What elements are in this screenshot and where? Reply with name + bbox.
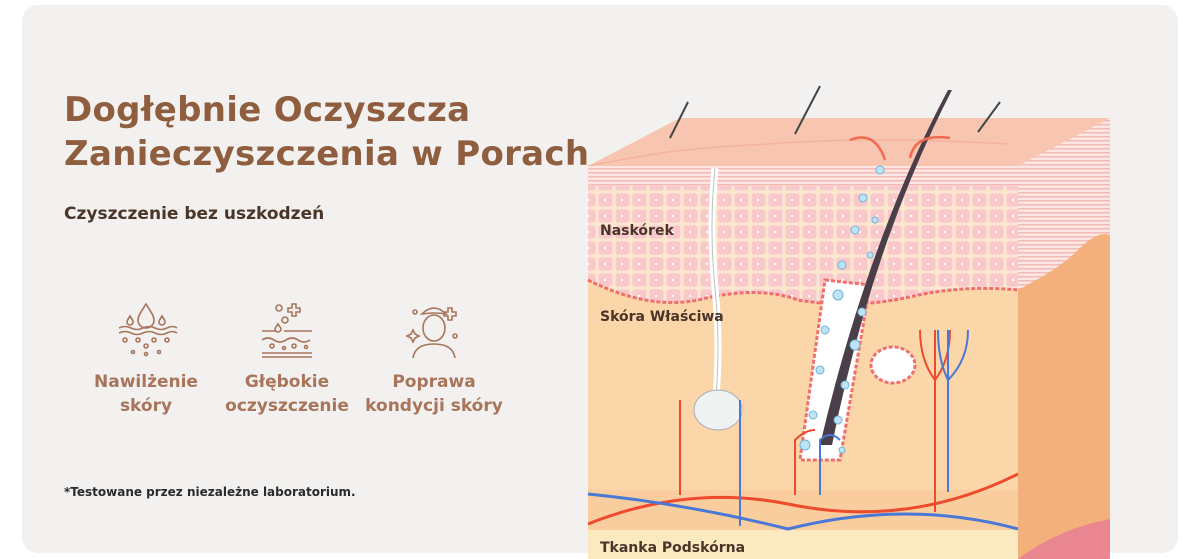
feature-label: Głębokie	[244, 372, 330, 392]
subtitle: Czyszczenie bez uszkodzeń	[64, 204, 325, 224]
feature-label: Nawilżenie	[94, 372, 198, 392]
title-line-1: Dogłębnie Oczyszcza	[64, 90, 471, 130]
feature-hydration: Nawilżenie skóry	[76, 300, 216, 418]
face-care-icon	[405, 307, 458, 359]
lab-tested-note: *Testowane przez niezależne laboratorium…	[64, 485, 356, 499]
skin-cross-section-diagram: Naskórek Skóra Właściwa Tkanka Podskórna	[587, 85, 1110, 559]
label-dermis: Skóra Właściwa	[600, 309, 724, 325]
title-line-2: Zanieczyszczenia w Porach	[64, 134, 590, 174]
epidermis-layer	[588, 166, 1018, 304]
vein	[587, 492, 1019, 531]
feature-label: Poprawa	[392, 372, 476, 392]
feature-label: oczyszczenie	[225, 396, 349, 416]
feature-deep-cleansing: Głębokie oczyszczenie	[217, 300, 357, 418]
dermis-layer	[588, 280, 1018, 530]
skin-surface	[588, 118, 1110, 166]
skin-hydration-icon	[118, 302, 178, 357]
page-title: Dogłębnie Oczyszcza Zanieczyszczenia w P…	[64, 88, 589, 176]
deep-cleansing-icon	[261, 303, 312, 358]
feature-label: kondycji skóry	[365, 396, 503, 416]
artery	[587, 472, 1019, 526]
hair-shaft	[820, 90, 952, 445]
label-subcutis: Tkanka Podskórna	[600, 540, 745, 556]
label-epidermis: Naskórek	[600, 223, 674, 239]
feature-label: skóry	[119, 396, 173, 416]
feature-skin-condition: Poprawa kondycji skóry	[364, 300, 504, 418]
